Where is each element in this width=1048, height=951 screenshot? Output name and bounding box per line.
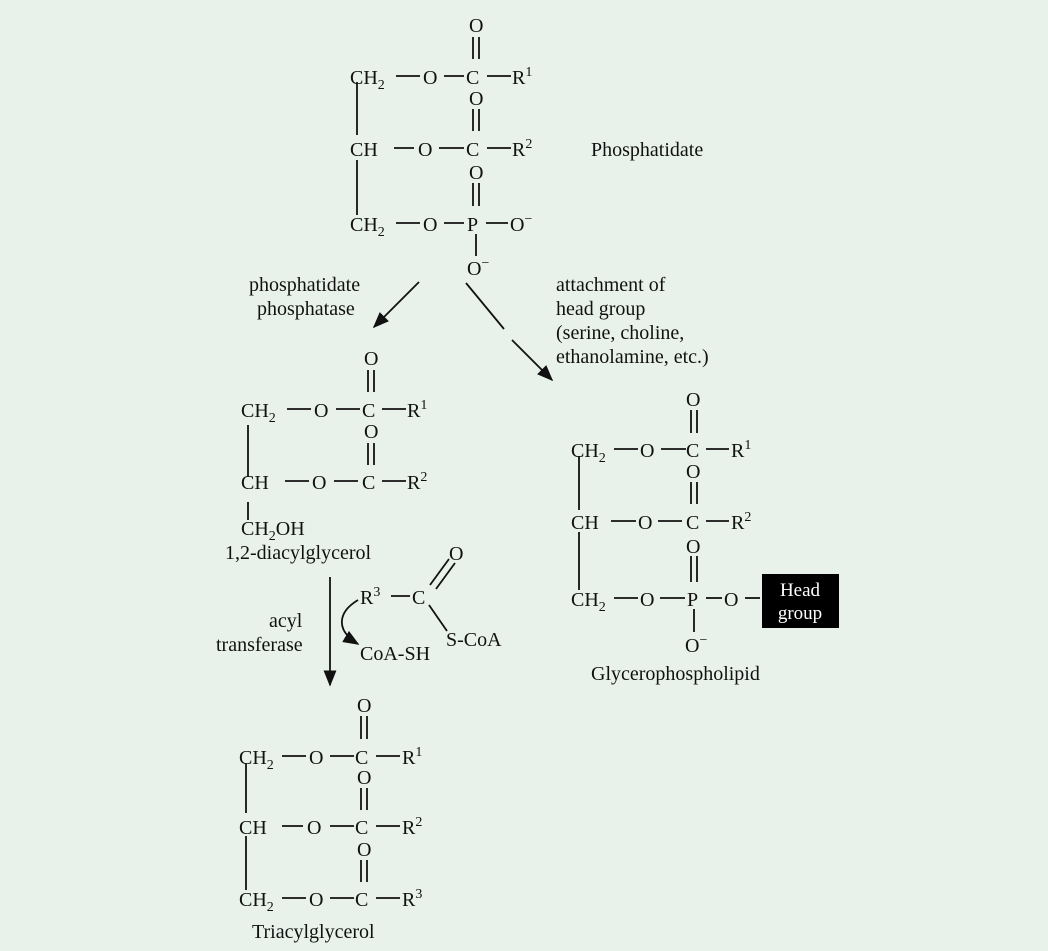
svg-text:phosphatase: phosphatase: [257, 298, 355, 320]
head-group-box: Head group: [762, 574, 839, 628]
ch: CH: [350, 139, 378, 161]
ch2: CH2: [350, 67, 385, 93]
ester-o: O: [418, 139, 432, 161]
carbonyl-c: C: [466, 139, 479, 161]
r-group: R1: [512, 65, 532, 89]
svg-text:S-CoA: S-CoA: [446, 629, 502, 651]
carbonyl-c: C: [466, 67, 479, 89]
svg-text:O: O: [312, 472, 326, 494]
svg-text:(serine, choline,: (serine, choline,: [556, 322, 684, 344]
ch2: CH2: [239, 747, 274, 773]
svg-text:O: O: [686, 461, 700, 483]
phosphate-o: O: [423, 214, 437, 236]
o-minus: O−: [510, 212, 532, 236]
phosphatase-arrow: [372, 281, 420, 329]
oxo-o: O: [469, 162, 483, 184]
phosphatidate-label: Phosphatidate: [591, 139, 703, 161]
svg-text:C: C: [686, 440, 699, 462]
svg-text:P: P: [687, 589, 698, 611]
svg-text:O: O: [686, 536, 700, 558]
svg-text:head group: head group: [556, 298, 645, 320]
svg-text:C: C: [412, 587, 425, 609]
svg-text:O: O: [724, 589, 738, 611]
ch2: CH2: [571, 440, 606, 466]
svg-text:C: C: [355, 817, 368, 839]
svg-text:R3: R3: [360, 585, 380, 609]
svg-text:R2: R2: [407, 470, 427, 494]
svg-text:R1: R1: [402, 745, 422, 769]
oxo-o: O: [469, 88, 483, 110]
oxo-o: O: [469, 15, 483, 37]
svg-text:C: C: [355, 747, 368, 769]
diacylglycerol-structure: O CH2 O C R1 O CH O C R2 CH2OH: [241, 348, 427, 544]
svg-text:phosphatidate: phosphatidate: [249, 274, 360, 296]
glycerophospholipid-structure: O CH2 O C R1 O CH O C R2 O CH2 O P O O−: [571, 389, 751, 657]
svg-text:O: O: [364, 348, 378, 370]
svg-text:C: C: [355, 889, 368, 911]
svg-text:O: O: [357, 695, 371, 717]
svg-text:O: O: [309, 889, 323, 911]
svg-text:R3: R3: [402, 887, 422, 911]
svg-text:group: group: [778, 603, 822, 624]
svg-text:transferase: transferase: [216, 634, 303, 656]
acyl-transferase-label: acyl transferase: [216, 610, 303, 656]
svg-text:CH: CH: [241, 472, 269, 494]
coa-sh-product: CoA-SH: [360, 643, 430, 665]
ch2: CH2: [350, 214, 385, 240]
triacylglycerol-label: Triacylglycerol: [252, 921, 375, 943]
svg-text:O: O: [640, 589, 654, 611]
svg-text:C: C: [686, 512, 699, 534]
phosphatase-label: phosphatidate phosphatase: [249, 274, 360, 320]
svg-text:acyl: acyl: [269, 610, 303, 632]
svg-text:O−: O−: [685, 633, 707, 657]
svg-text:C: C: [362, 400, 375, 422]
svg-text:O: O: [364, 421, 378, 443]
head-group-arrow-start: [465, 282, 505, 330]
svg-text:O: O: [357, 839, 371, 861]
diacylglycerol-label: 1,2-diacylglycerol: [225, 542, 371, 564]
svg-text:O: O: [640, 440, 654, 462]
ch2oh: CH2OH: [241, 518, 305, 544]
svg-text:C: C: [362, 472, 375, 494]
svg-text:CH: CH: [239, 817, 267, 839]
svg-text:O: O: [638, 512, 652, 534]
glycerophospholipid-label: Glycerophospholipid: [591, 663, 760, 685]
triacylglycerol-structure: O CH2 O C R1 O CH O C R2 O CH2 O C R3: [239, 695, 422, 915]
ester-o: O: [423, 67, 437, 89]
svg-text:R1: R1: [407, 398, 427, 422]
r-group: R2: [512, 137, 532, 161]
ch2: CH2: [239, 889, 274, 915]
svg-text:O: O: [309, 747, 323, 769]
svg-text:O: O: [357, 767, 371, 789]
svg-text:CH: CH: [571, 512, 599, 534]
svg-text:O: O: [307, 817, 321, 839]
head-group-condition-label: attachment of head group (serine, cholin…: [556, 274, 709, 368]
svg-text:R2: R2: [731, 510, 751, 534]
svg-text:O: O: [314, 400, 328, 422]
svg-text:attachment of: attachment of: [556, 274, 666, 296]
phosphatidate-structure: O CH2 O C R1 O CH O C R2 O CH2 O P O− O−: [350, 15, 532, 280]
phosphorus: P: [467, 214, 478, 236]
acyl-coa-structure: R3 C O S-CoA CoA-SH: [360, 543, 502, 665]
svg-text:Head: Head: [780, 580, 821, 601]
svg-text:R1: R1: [731, 438, 751, 462]
svg-text:ethanolamine, etc.): ethanolamine, etc.): [556, 346, 709, 368]
head-group-arrow: [511, 339, 554, 382]
svg-text:O: O: [686, 389, 700, 411]
svg-text:R2: R2: [402, 815, 422, 839]
o-minus-bottom: O−: [467, 256, 489, 280]
svg-text:O: O: [449, 543, 463, 565]
ch2: CH2: [571, 589, 606, 615]
ch2: CH2: [241, 400, 276, 426]
